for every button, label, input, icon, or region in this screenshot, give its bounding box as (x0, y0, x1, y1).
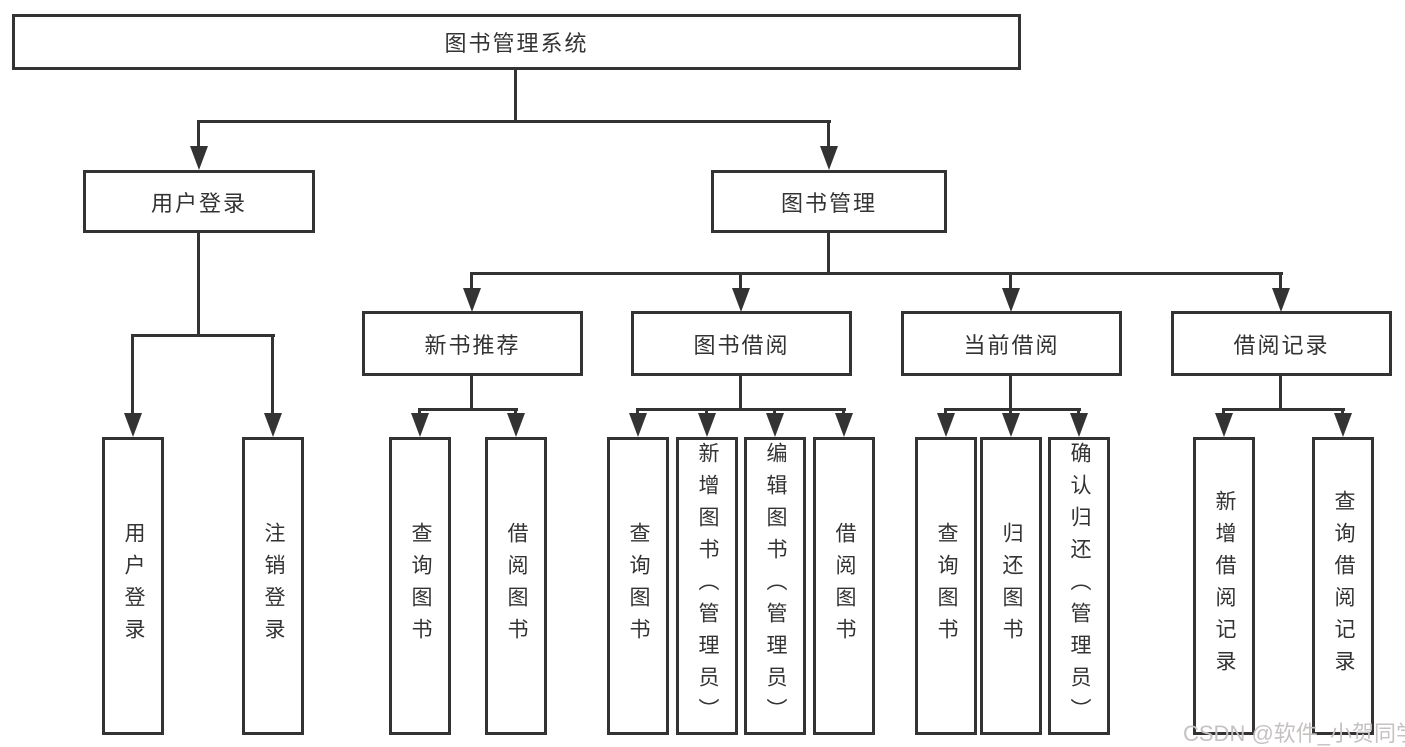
node-borrow-records: 借阅记录 (1171, 311, 1392, 376)
connector-vline (705, 408, 708, 416)
arrowhead (124, 413, 142, 437)
branch-book-management: 图书管理 (711, 170, 947, 233)
leaf-logout: 注销登录 (242, 437, 304, 735)
connector-vline (739, 272, 742, 290)
connector-vline (271, 334, 274, 416)
connector-vline (1222, 408, 1225, 416)
connector-hline (131, 334, 275, 337)
leaf-label: 确认归还（管理员） (1068, 442, 1091, 730)
connector-vline (197, 233, 200, 337)
connector-vline (1077, 408, 1080, 416)
leaf-add-book-admin: 新增图书（管理员） (676, 437, 738, 735)
connector-vline (418, 408, 421, 416)
connector-vline (1279, 272, 1282, 290)
connector-vline (944, 408, 947, 416)
connector-vline (842, 408, 845, 416)
leaf-query-borrow-record: 查询借阅记录 (1312, 437, 1374, 735)
connector-vline (1279, 376, 1282, 410)
arrowhead (1070, 413, 1088, 437)
leaf-label: 编辑图书（管理员） (764, 442, 787, 730)
connector-hline (197, 120, 831, 123)
leaf-borrow-books: 借阅图书 (485, 437, 547, 735)
connector-vline (1009, 272, 1012, 290)
connector-vline (470, 376, 473, 410)
arrowhead (507, 413, 525, 437)
leaf-user-login: 用户登录 (102, 437, 164, 735)
arrowhead (766, 413, 784, 437)
leaf-label: 查询图书 (409, 522, 432, 650)
leaf-query-books: 查询图书 (607, 437, 669, 735)
leaf-label: 借阅图书 (505, 522, 528, 650)
arrowhead (411, 413, 429, 437)
leaf-borrow-books: 借阅图书 (813, 437, 875, 735)
arrowhead (1334, 413, 1352, 437)
arrowhead (820, 146, 838, 170)
connector-vline (131, 334, 134, 416)
connector-hline (944, 408, 1081, 411)
arrowhead (732, 288, 750, 312)
node-new-book-recommend: 新书推荐 (362, 311, 583, 376)
leaf-label: 查询图书 (627, 522, 650, 650)
leaf-return-book: 归还图书 (980, 437, 1042, 735)
leaf-label: 用户登录 (122, 522, 145, 650)
connector-vline (514, 70, 517, 122)
arrowhead (264, 413, 282, 437)
leaf-label: 借阅图书 (833, 522, 856, 650)
arrowhead (1272, 288, 1290, 312)
leaf-query-books: 查询图书 (389, 437, 451, 735)
node-root: 图书管理系统 (12, 14, 1021, 70)
arrowhead (937, 413, 955, 437)
connector-hline (418, 408, 518, 411)
arrowhead (190, 146, 208, 170)
connector-vline (1009, 408, 1012, 416)
leaf-label: 新增借阅记录 (1213, 490, 1236, 682)
leaf-confirm-return-admin: 确认归还（管理员） (1048, 437, 1110, 735)
connector-vline (1009, 376, 1012, 410)
connector-vline (636, 408, 639, 416)
connector-vline (827, 233, 830, 274)
leaf-label: 查询图书 (935, 522, 958, 650)
arrowhead (698, 413, 716, 437)
connector-hline (1222, 408, 1345, 411)
connector-vline (470, 272, 473, 290)
branch-user-login: 用户登录 (83, 170, 315, 233)
connector-vline (1341, 408, 1344, 416)
leaf-label: 查询借阅记录 (1332, 490, 1355, 682)
connector-vline (514, 408, 517, 416)
leaf-label: 归还图书 (1000, 522, 1023, 650)
leaf-edit-book-admin: 编辑图书（管理员） (744, 437, 806, 735)
leaf-label: 注销登录 (262, 522, 285, 650)
arrowhead (1002, 288, 1020, 312)
connector-hline (636, 408, 846, 411)
arrowhead (835, 413, 853, 437)
leaf-query-books: 查询图书 (915, 437, 977, 735)
watermark: CSDN @软件_小贺同学 (1183, 721, 1405, 746)
arrowhead (1002, 413, 1020, 437)
arrowhead (463, 288, 481, 312)
arrowhead (1215, 413, 1233, 437)
node-current-borrow: 当前借阅 (901, 311, 1122, 376)
connector-vline (739, 376, 742, 410)
connector-vline (773, 408, 776, 416)
leaf-label: 新增图书（管理员） (696, 442, 719, 730)
connector-vline (827, 120, 830, 150)
arrowhead (629, 413, 647, 437)
leaf-add-borrow-record: 新增借阅记录 (1193, 437, 1255, 735)
connector-vline (197, 120, 200, 150)
node-book-borrow: 图书借阅 (631, 311, 852, 376)
connector-hline (470, 272, 1283, 275)
